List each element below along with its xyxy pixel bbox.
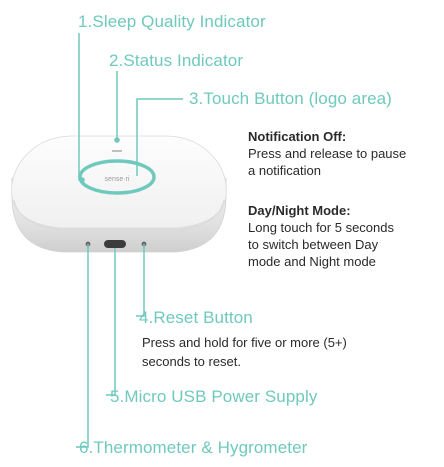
day-night-line-1: Long touch for 5 seconds	[248, 220, 394, 235]
label-thermometer-hygrometer: 6.Thermometer & Hygrometer	[79, 438, 308, 457]
label-status-indicator: 2.Status Indicator	[109, 51, 244, 70]
notification-off-line-1: Press and release to pause	[248, 146, 407, 161]
notification-off-title: Notification Off:	[248, 129, 347, 144]
notification-off-info: Notification Off: Press and release to p…	[248, 128, 438, 179]
day-night-title: Day/Night Mode:	[248, 203, 351, 218]
day-night-line-2: to switch between Day	[248, 237, 379, 252]
micro-usb-port	[104, 240, 126, 248]
notification-off-line-2: a notification	[248, 163, 321, 178]
label-touch-button: 3.Touch Button (logo area)	[189, 89, 392, 108]
leader-5	[106, 248, 116, 396]
day-night-info: Day/Night Mode: Long touch for 5 seconds…	[248, 202, 440, 270]
label-micro-usb: 5.Micro USB Power Supply	[110, 387, 318, 406]
logo-mark: sense·ri	[105, 176, 130, 183]
reset-line-2: seconds to reset.	[142, 354, 241, 369]
reset-description: Press and hold for five or more (5+) sec…	[142, 333, 432, 371]
device-top	[11, 135, 227, 229]
label-reset-button: 4.Reset Button	[139, 308, 253, 327]
leader-4	[136, 244, 145, 317]
day-night-line-3: mode and Night mode	[248, 254, 376, 269]
leader-6	[76, 244, 89, 448]
label-sleep-quality-indicator: 1.Sleep Quality Indicator	[78, 12, 266, 31]
leader-3	[136, 98, 183, 176]
reset-line-1: Press and hold for five or more (5+)	[142, 335, 347, 350]
sleep-quality-ring	[78, 159, 156, 195]
